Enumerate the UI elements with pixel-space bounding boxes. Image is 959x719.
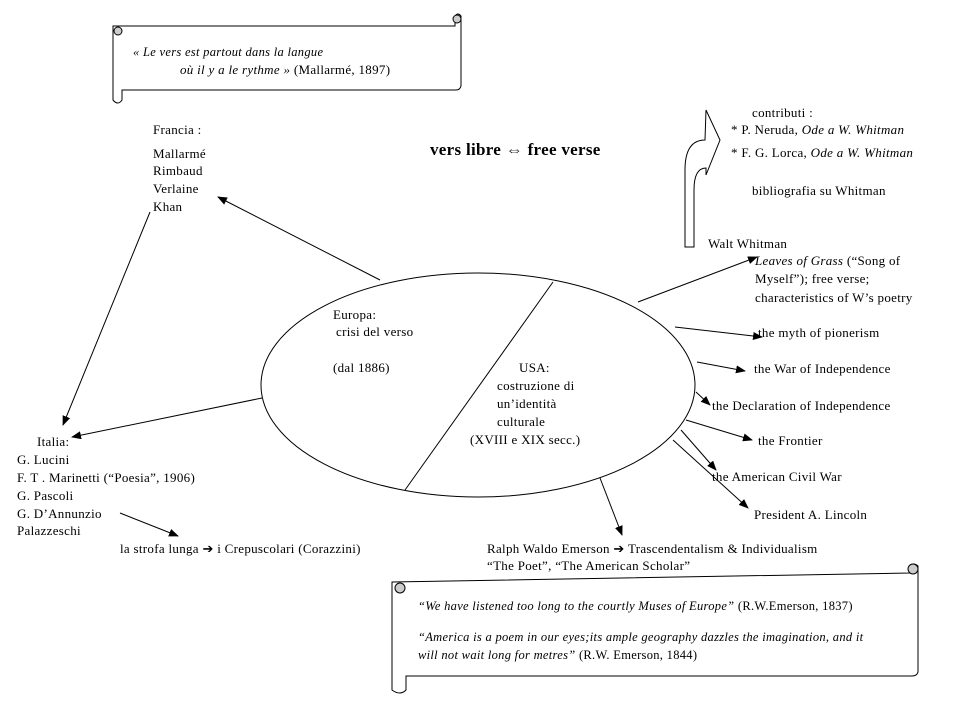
usa-text: costruzione di <box>497 378 575 393</box>
title-right: free verse <box>527 140 601 159</box>
italia-name: F. T . Marinetti (“Poesia”, 1906) <box>17 470 196 485</box>
usa-topic: the War of Independence <box>754 361 891 376</box>
usa-topic: the Frontier <box>758 433 823 448</box>
emerson-quote-2-line2: will not wait long for metres” (R.W. Eme… <box>418 646 697 664</box>
quote-text: will not wait long for metres” <box>418 648 576 662</box>
quote-text: où il y a le rythme » <box>180 62 291 77</box>
bibliography-link: bibliografia su Whitman <box>752 183 886 198</box>
page-title: vers libre ⇔ free verse <box>430 141 601 159</box>
whitman-work: Leaves of Grass <box>755 253 844 268</box>
usa-text: culturale <box>497 414 546 429</box>
whitman-text: Myself”); free verse; <box>755 271 870 286</box>
emerson-name: Ralph Waldo Emerson <box>487 541 610 556</box>
quote-text: “We have listened too long to the courtl… <box>418 599 735 613</box>
europa-label: Europa: <box>333 307 377 322</box>
francia-label: Francia : <box>153 122 202 137</box>
usa-text: (XVIII e XIX secc.) <box>470 432 581 447</box>
author: * P. Neruda, <box>731 122 799 137</box>
europa-text: crisi del verso <box>336 324 414 339</box>
francia-name: Verlaine <box>153 181 199 196</box>
italia-name: Palazzeschi <box>17 523 81 538</box>
title-left: vers libre <box>430 140 502 159</box>
whitman-text: characteristics of W’s poetry <box>755 290 913 305</box>
arrow-right-icon: ➔ <box>202 541 214 556</box>
arrows <box>62 196 763 537</box>
emerson-quote-2-line1: “America is a poem in our eyes;its ample… <box>418 630 864 644</box>
whitman-line1: Leaves of Grass (“Song of <box>755 252 900 270</box>
emerson-movement: Trascendentalism & Individualism <box>627 541 818 556</box>
francia-name: Rimbaud <box>153 163 203 178</box>
emerson-line: Ralph Waldo Emerson ➔ Trascendentalism &… <box>487 540 818 558</box>
strofa-right: i Crepuscolari (Corazzini) <box>217 541 361 556</box>
italia-name: G. Lucini <box>17 452 70 467</box>
italia-name: G. D’Annunzio <box>17 506 102 521</box>
work: Ode a W. Whitman <box>801 122 905 137</box>
scroll-banner-top <box>112 13 462 104</box>
usa-topic: the myth of pionerism <box>758 325 880 340</box>
italia-name: G. Pascoli <box>17 488 74 503</box>
contributo-item: * F. G. Lorca, Ode a W. Whitman <box>731 144 913 162</box>
quote-source: (R.W.Emerson, 1837) <box>737 599 853 613</box>
contributi-label: contributi : <box>752 105 814 120</box>
strofa-left: la strofa lunga <box>120 541 199 556</box>
quote-source: (R.W. Emerson, 1844) <box>578 648 698 662</box>
author: * F. G. Lorca, <box>731 145 808 160</box>
quote-source: (Mallarmé, 1897) <box>293 62 391 77</box>
francia-name: Mallarmé <box>153 146 206 161</box>
italia-label: Italia: <box>37 434 70 449</box>
whitman-name: Walt Whitman <box>708 236 788 251</box>
usa-label: USA: <box>519 360 550 375</box>
scroll-banner-bottom <box>391 563 919 694</box>
strofa-line: la strofa lunga ➔ i Crepuscolari (Corazz… <box>120 540 361 558</box>
curved-arrow-shape <box>684 109 721 248</box>
whitman-text: (“Song of <box>843 253 901 268</box>
europa-date: (dal 1886) <box>333 360 390 375</box>
usa-topic: the Declaration of Independence <box>712 398 891 413</box>
usa-text: un’identità <box>497 396 557 411</box>
mallarme-quote-line1: « Le vers est partout dans la langue <box>133 45 324 59</box>
equivalence-icon: ⇔ <box>505 140 524 159</box>
emerson-works: “The Poet”, “The American Scholar” <box>487 558 691 573</box>
emerson-quote-1: “We have listened too long to the courtl… <box>418 597 853 615</box>
contributo-item: * P. Neruda, Ode a W. Whitman <box>731 121 904 139</box>
usa-topic: the American Civil War <box>712 469 842 484</box>
work: Ode a W. Whitman <box>810 145 914 160</box>
central-ellipse <box>260 272 696 498</box>
francia-name: Khan <box>153 199 183 214</box>
arrow-right-icon: ➔ <box>613 541 625 556</box>
mallarme-quote-line2: où il y a le rythme » (Mallarmé, 1897) <box>180 61 390 79</box>
usa-topic: President A. Lincoln <box>754 507 868 522</box>
